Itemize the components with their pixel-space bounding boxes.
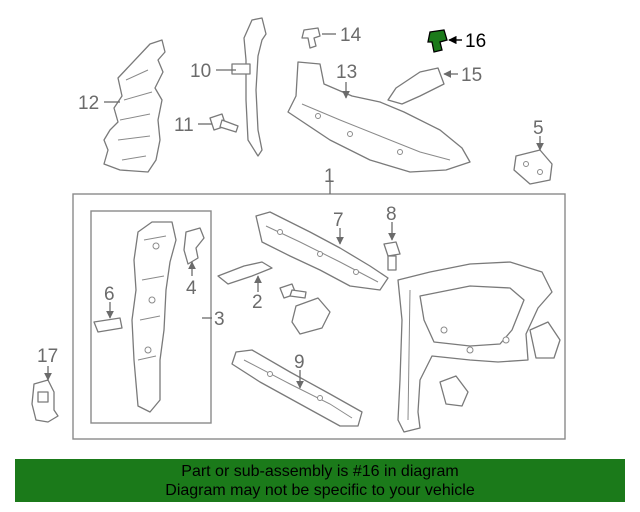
part-15-bracket — [387, 67, 445, 105]
part-2-bracket — [217, 261, 273, 285]
callout-2: 2 — [252, 292, 263, 313]
callout-14: 14 — [340, 25, 362, 46]
part-5-bracket — [513, 149, 553, 185]
part-8-bolt — [383, 241, 401, 271]
assembly-box-1 — [72, 193, 566, 440]
part-4-bracket — [183, 227, 205, 265]
callout-9: 9 — [294, 352, 305, 373]
part-lower-right-bracket — [439, 321, 561, 407]
callout-12: 12 — [78, 93, 99, 114]
part-14-clip — [301, 27, 321, 49]
callout-15: 15 — [461, 65, 482, 86]
callout-16: 16 — [465, 31, 486, 52]
sub-assembly-box-3 — [90, 210, 212, 424]
callout-10: 10 — [190, 61, 211, 82]
part-6-plate — [93, 317, 123, 333]
callout-7: 7 — [333, 210, 344, 231]
callout-4: 4 — [186, 278, 197, 299]
part-16-clip-highlighted — [427, 29, 448, 53]
part-10-vertical-seal — [231, 17, 267, 157]
part-7-crossmember — [255, 211, 389, 291]
callout-1: 1 — [324, 166, 335, 187]
banner-line-2: Diagram may not be specific to your vehi… — [165, 482, 475, 499]
part-17-sensor — [31, 379, 59, 423]
parts-diagram: 1 2 3 4 5 6 7 8 9 10 11 12 13 14 15 16 1… — [31, 17, 566, 440]
callout-5: 5 — [533, 118, 544, 139]
callout-6: 6 — [104, 284, 115, 305]
part-13-upper-cover — [287, 61, 471, 173]
callout-13: 13 — [336, 62, 357, 83]
callout-17: 17 — [37, 346, 58, 367]
callout-11: 11 — [174, 115, 194, 136]
part-11-bolt — [209, 113, 239, 133]
part-bolt-lower — [279, 283, 307, 299]
part-lower-bracket — [291, 297, 331, 335]
banner-line-1: Part or sub-assembly is #16 in diagram — [181, 463, 459, 480]
part-12-side-duct — [103, 39, 166, 173]
callout-8: 8 — [386, 204, 397, 225]
callout-3: 3 — [214, 309, 225, 330]
info-banner: Part or sub-assembly is #16 in diagram D… — [15, 459, 625, 502]
part-3-side-support — [131, 221, 177, 413]
part-1-radiator-support — [397, 261, 553, 433]
